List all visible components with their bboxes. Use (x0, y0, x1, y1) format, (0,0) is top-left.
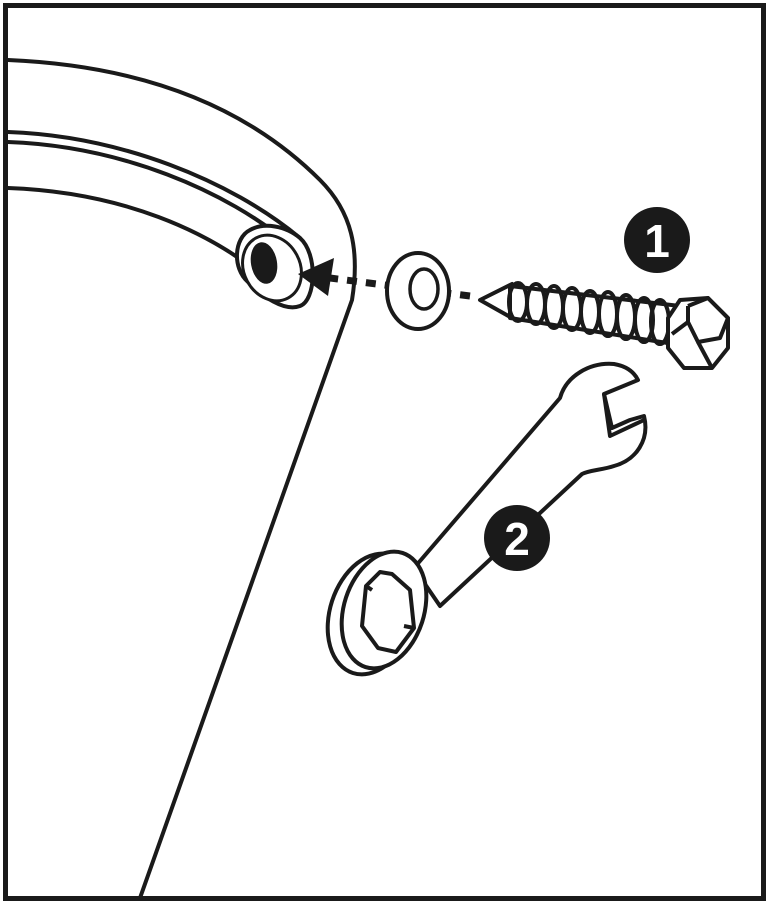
bolt-threads (507, 281, 671, 346)
lag-bolt (478, 281, 730, 370)
washer-inner (408, 267, 440, 311)
step-badge-1-number: 1 (644, 215, 670, 267)
step-badge-2-number: 2 (504, 513, 530, 565)
step-badge-2: 2 (484, 505, 550, 571)
step-badge-1-circle (624, 207, 690, 273)
step-badge-2-circle (484, 505, 550, 571)
bolt-hex-head (666, 296, 730, 370)
wrench (325, 361, 648, 677)
wrench-handle (412, 361, 648, 608)
washer (385, 251, 451, 331)
tank-rim-upper (6, 130, 302, 240)
diagram-frame (3, 3, 766, 901)
tank-outline (6, 58, 357, 900)
arrow-head (298, 258, 334, 296)
step-badge-1: 1 (624, 207, 690, 273)
bolt-hole (250, 242, 278, 284)
wrench-jaw-edge (602, 393, 645, 438)
wrench-hex-opening (360, 570, 416, 654)
mounting-hole (234, 223, 315, 310)
toilet-tank (6, 58, 357, 900)
